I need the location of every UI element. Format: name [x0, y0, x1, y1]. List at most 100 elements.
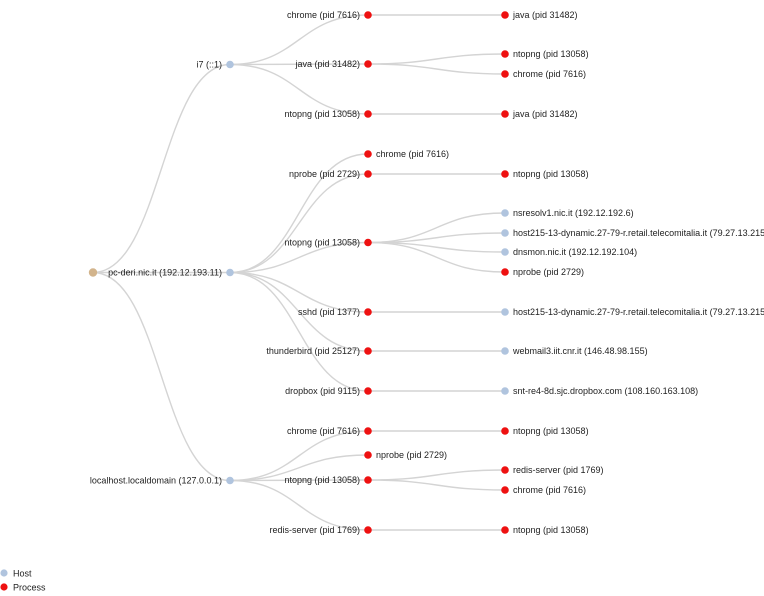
tree-node-process[interactable]: java (pid 31482)	[501, 10, 578, 20]
node-marker-host[interactable]	[501, 308, 509, 316]
node-label: ntopng (pid 13058)	[513, 525, 589, 535]
tree-link	[229, 63, 369, 66]
tree-node-host[interactable]: host215-13-dynamic.27-79-r.retail.teleco…	[501, 228, 764, 238]
node-marker-process[interactable]	[364, 11, 372, 19]
node-marker-process[interactable]	[364, 526, 372, 534]
node-marker-process[interactable]	[501, 427, 509, 435]
tree-node-process[interactable]: chrome (pid 7616)	[287, 426, 372, 436]
node-marker-process[interactable]	[501, 268, 509, 276]
node-marker-process[interactable]	[364, 451, 372, 459]
tree-node-process[interactable]: ntopng (pid 13058)	[284, 238, 372, 248]
tree-link	[229, 454, 369, 482]
tree-node-process[interactable]: ntopng (pid 13058)	[501, 169, 589, 179]
node-marker-process[interactable]	[501, 50, 509, 58]
node-marker-process[interactable]	[364, 387, 372, 395]
tree-node-host[interactable]: snt-re4-8d.sjc.dropbox.com (108.160.163.…	[501, 386, 698, 396]
node-marker-host[interactable]	[501, 387, 509, 395]
tree-links	[92, 14, 506, 531]
tree-node-root[interactable]	[88, 268, 98, 277]
tree-node-process[interactable]: chrome (pid 7616)	[364, 149, 449, 159]
tree-node-process[interactable]: chrome (pid 7616)	[501, 485, 586, 495]
tree-node-host[interactable]: localhost.localdomain (127.0.0.1)	[90, 476, 234, 486]
tree-link	[229, 479, 369, 482]
tree-node-host[interactable]: pc-deri.nic.it (192.12.193.11)	[108, 268, 234, 278]
legend-label-process: Process	[13, 583, 46, 593]
node-label: snt-re4-8d.sjc.dropbox.com (108.160.163.…	[513, 386, 698, 396]
node-marker-process[interactable]	[501, 11, 509, 19]
legend-label-host: Host	[13, 569, 32, 579]
tree-node-process[interactable]: sshd (pid 1377)	[298, 307, 372, 317]
tree-node-host[interactable]: dnsmon.nic.it (192.12.192.104)	[501, 247, 637, 257]
tree-link	[367, 469, 506, 481]
node-marker-host[interactable]	[501, 248, 509, 256]
node-marker-process[interactable]	[501, 70, 509, 78]
tree-link	[367, 241, 506, 273]
node-marker-process[interactable]	[364, 170, 372, 178]
tree-node-host[interactable]: nsresolv1.nic.it (192.12.192.6)	[501, 208, 634, 218]
node-label: nprobe (pid 2729)	[376, 450, 447, 460]
tree-node-process[interactable]: nprobe (pid 2729)	[364, 450, 447, 460]
tree-node-process[interactable]: chrome (pid 7616)	[287, 10, 372, 20]
legend-swatch-process	[0, 583, 8, 591]
tree-node-process[interactable]: ntopng (pid 13058)	[284, 475, 372, 485]
node-label: chrome (pid 7616)	[513, 69, 586, 79]
tree-node-process[interactable]: java (pid 31482)	[501, 109, 578, 119]
tree-node-process[interactable]: nprobe (pid 2729)	[289, 169, 372, 179]
tree-node-process[interactable]: dropbox (pid 9115)	[285, 386, 372, 396]
node-marker-host[interactable]	[226, 60, 234, 69]
tree-link	[367, 63, 506, 75]
node-label: redis-server (pid 1769)	[513, 465, 604, 475]
node-marker-root[interactable]	[88, 268, 98, 277]
tree-node-process[interactable]: ntopng (pid 13058)	[501, 49, 589, 59]
node-label: java (pid 31482)	[294, 59, 360, 69]
tree-node-process[interactable]: ntopng (pid 13058)	[284, 109, 372, 119]
tree-node-process[interactable]: ntopng (pid 13058)	[501, 426, 589, 436]
tree-node-process[interactable]: nprobe (pid 2729)	[501, 267, 584, 277]
node-marker-process[interactable]	[501, 526, 509, 534]
node-label: ntopng (pid 13058)	[513, 49, 589, 59]
tree-node-host[interactable]: i7 (::1)	[196, 60, 234, 70]
node-marker-host[interactable]	[226, 268, 234, 277]
node-label: thunderbird (pid 25127)	[266, 346, 360, 356]
node-label: chrome (pid 7616)	[376, 149, 449, 159]
node-marker-host[interactable]	[226, 476, 234, 485]
node-label: nprobe (pid 2729)	[289, 169, 360, 179]
node-marker-host[interactable]	[501, 347, 509, 355]
tree-node-process[interactable]: ntopng (pid 13058)	[501, 525, 589, 535]
tree-node-host[interactable]: webmail3.iit.cnr.it (146.48.98.155)	[501, 346, 648, 356]
node-marker-process[interactable]	[501, 110, 509, 118]
tree-link	[229, 271, 369, 392]
node-label: sshd (pid 1377)	[298, 307, 360, 317]
node-marker-process[interactable]	[364, 110, 372, 118]
tree-link	[229, 479, 369, 531]
node-marker-host[interactable]	[501, 209, 509, 217]
node-label: redis-server (pid 1769)	[269, 525, 360, 535]
tree-link	[229, 241, 369, 274]
node-marker-process[interactable]	[501, 466, 509, 474]
node-label: nsresolv1.nic.it (192.12.192.6)	[513, 208, 634, 218]
node-label: webmail3.iit.cnr.it (146.48.98.155)	[512, 346, 648, 356]
legend-swatch-host	[0, 569, 8, 577]
node-marker-process[interactable]	[501, 486, 509, 494]
tree-node-process[interactable]: thunderbird (pid 25127)	[266, 346, 372, 356]
tree-link	[229, 430, 369, 482]
node-marker-process[interactable]	[364, 427, 372, 435]
tree-node-process[interactable]: redis-server (pid 1769)	[501, 465, 604, 475]
node-marker-process[interactable]	[501, 170, 509, 178]
tree-node-host[interactable]: host215-13-dynamic.27-79-r.retail.teleco…	[501, 307, 764, 317]
tree-nodes: i7 (::1)chrome (pid 7616)java (pid 31482…	[88, 10, 764, 535]
node-label: nprobe (pid 2729)	[513, 267, 584, 277]
node-marker-process[interactable]	[364, 476, 372, 484]
tree-link	[229, 63, 369, 115]
node-marker-host[interactable]	[501, 229, 509, 237]
node-marker-process[interactable]	[364, 60, 372, 68]
node-marker-process[interactable]	[364, 150, 372, 158]
tree-node-process[interactable]: chrome (pid 7616)	[501, 69, 586, 79]
node-marker-process[interactable]	[364, 347, 372, 355]
tree-node-process[interactable]: java (pid 31482)	[294, 59, 372, 69]
tree-node-process[interactable]: redis-server (pid 1769)	[269, 525, 372, 535]
node-marker-process[interactable]	[364, 308, 372, 316]
legend-item-process: Process	[0, 583, 46, 593]
node-marker-process[interactable]	[364, 238, 372, 247]
node-label: dnsmon.nic.it (192.12.192.104)	[513, 247, 637, 257]
